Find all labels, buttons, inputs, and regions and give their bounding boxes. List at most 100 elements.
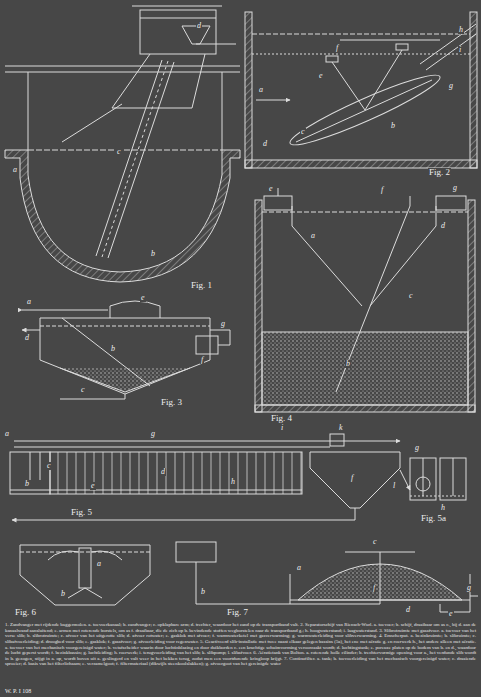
callout-letter: g xyxy=(466,584,472,592)
sand-trap-figure-stroke xyxy=(140,18,216,19)
continuous-filter-figure-stroke xyxy=(196,562,197,604)
digestion-tank-figure-stroke xyxy=(40,326,210,327)
emscher-tank-figure-stroke xyxy=(410,196,411,206)
separator-disc-figure xyxy=(245,12,477,168)
figure-label: Fig. 1 xyxy=(190,281,213,290)
callout-letter: d xyxy=(24,334,30,342)
digestion-tank-figure-stroke xyxy=(196,336,218,354)
callout-letter: a xyxy=(26,298,32,306)
activated-sludge-figure-stroke xyxy=(14,447,330,448)
callout-letter: e xyxy=(448,610,454,618)
callout-letter: g xyxy=(220,320,226,328)
digestion-tank-figure-stroke xyxy=(60,399,125,400)
figure-label: Fig. 6 xyxy=(14,608,37,617)
bolton-tank-figure-stroke xyxy=(68,588,102,598)
separator-disc-figure-stroke xyxy=(396,44,408,50)
callout-letter: c xyxy=(80,386,86,394)
activated-sludge-figure-stroke xyxy=(453,458,454,496)
callout-letter: a xyxy=(96,560,102,568)
callout-letter: f xyxy=(200,356,204,364)
callout-letter: b xyxy=(60,590,66,598)
activated-sludge-figure-stroke xyxy=(10,490,302,491)
emscher-tank-figure xyxy=(255,188,475,412)
callout-letter: a xyxy=(12,166,18,174)
sand-trap-figure-stroke xyxy=(112,54,150,108)
separator-disc-figure-stroke xyxy=(332,62,365,110)
sand-trap-figure-stroke xyxy=(28,72,29,150)
separator-disc-figure-stroke xyxy=(245,12,252,168)
digestion-tank-figure-stroke xyxy=(40,318,210,394)
activated-sludge-figure-stroke xyxy=(410,496,466,497)
continuous-filter-figure-stroke xyxy=(290,600,470,601)
callout-letter: f xyxy=(350,474,354,482)
separator-disc-figure-stroke xyxy=(340,40,440,41)
callout-letter: c xyxy=(408,292,414,300)
separator-disc-figure-stroke xyxy=(252,54,470,55)
separator-disc-figure-stroke xyxy=(296,80,432,142)
callout-letter: i xyxy=(458,46,462,54)
callout-letter: c xyxy=(46,462,52,470)
activated-sludge-figure-stroke xyxy=(14,441,400,442)
digestion-tank-figure-stroke xyxy=(218,345,230,346)
emscher-tank-figure-stroke xyxy=(255,405,475,412)
activated-sludge-figure xyxy=(10,434,466,520)
continuous-filter-figure-stroke xyxy=(470,596,478,597)
callout-letter: e xyxy=(268,185,274,193)
callout-letter: a xyxy=(258,86,264,94)
callout-letter: d xyxy=(262,140,268,148)
emscher-tank-figure-stroke xyxy=(262,212,468,213)
callout-letter: e xyxy=(90,482,96,490)
bolton-tank-figure-stroke xyxy=(20,545,150,605)
continuous-filter-figure-stroke xyxy=(345,552,415,553)
sand-trap-figure-stroke xyxy=(62,104,122,142)
separator-disc-figure-stroke xyxy=(245,160,477,168)
activated-sludge-figure-stroke xyxy=(40,452,41,480)
emscher-tank-figure-stroke xyxy=(264,196,292,210)
callout-letter: c xyxy=(372,538,378,546)
callout-letter: b xyxy=(110,345,116,353)
callout-letter: g xyxy=(448,82,454,90)
callout-letter: f xyxy=(372,584,376,592)
activated-sludge-figure-stroke xyxy=(355,508,356,520)
sand-trap-figure-stroke xyxy=(196,44,236,45)
activated-sludge-figure-stroke xyxy=(30,452,31,480)
callout-letter: e xyxy=(140,294,146,302)
callout-letter: f xyxy=(380,186,384,194)
emscher-tank-figure-stroke xyxy=(262,332,468,405)
emscher-tank-figure-stroke xyxy=(336,206,410,392)
callout-letter: a xyxy=(4,430,10,438)
plate-number: W. P. I 108 xyxy=(4,688,32,694)
digestion-tank-figure-stroke xyxy=(210,330,230,331)
sand-trap-figure-stroke xyxy=(5,72,240,73)
callout-letter: b xyxy=(200,588,206,596)
figure-label: Fig. 3 xyxy=(160,398,183,407)
digestion-tank-figure-stroke xyxy=(22,330,40,331)
callout-letter: h xyxy=(440,504,446,512)
callout-letter: b xyxy=(24,480,30,488)
figure-label: Fig. 5 xyxy=(70,508,93,517)
bolton-tank-figure-stroke xyxy=(48,551,122,560)
callout-letter: c xyxy=(300,128,306,136)
sand-trap-figure-stroke xyxy=(140,10,216,54)
activated-sludge-figure-stroke xyxy=(400,470,410,490)
callout-letter: g xyxy=(414,444,420,452)
bolton-tank-figure-stroke xyxy=(20,552,150,553)
callout-letter: c xyxy=(116,148,122,156)
sand-trap-figure-stroke xyxy=(102,61,168,257)
figure-label: Fig. 5a xyxy=(420,514,447,523)
callout-letter: b xyxy=(345,360,351,368)
continuous-filter-figure-stroke xyxy=(176,542,216,562)
sand-trap-figure-stroke xyxy=(108,62,174,258)
callout-letter: a xyxy=(310,232,316,240)
emscher-tank-figure-stroke xyxy=(278,188,279,196)
callout-letter: k xyxy=(338,424,344,432)
figure-label: Fig. 7 xyxy=(226,608,249,617)
emscher-tank-figure-stroke xyxy=(255,200,262,412)
continuous-filter-figure-stroke xyxy=(440,604,470,612)
continuous-filter-figure xyxy=(176,542,478,612)
activated-sludge-figure-stroke xyxy=(423,458,424,496)
sand-trap-figure-stroke xyxy=(192,54,205,108)
callout-letter: f xyxy=(335,44,339,52)
activated-sludge-figure-stroke xyxy=(12,520,355,521)
